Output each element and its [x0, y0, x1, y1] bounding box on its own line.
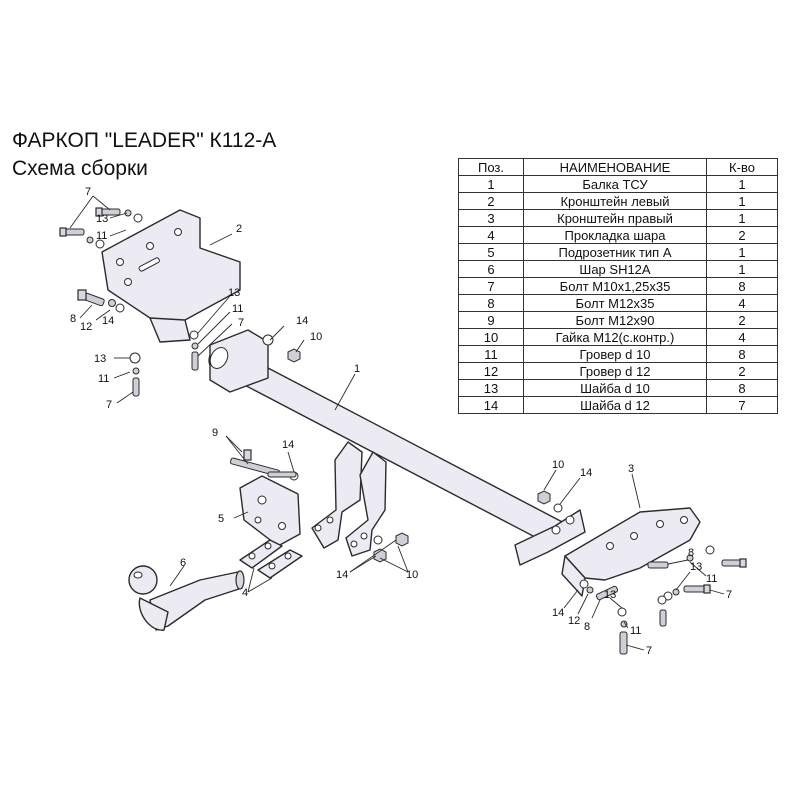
diagram-title: ФАРКОП "LEADER" К112-А	[12, 129, 277, 152]
callout-2: 2	[236, 223, 242, 235]
callout-11: 11	[98, 373, 109, 385]
left-bracket	[101, 209, 241, 343]
callout-8: 8	[70, 313, 76, 325]
callout-14: 14	[580, 467, 592, 479]
callout-5: 5	[218, 513, 224, 525]
callout-13: 13	[690, 561, 702, 573]
callout-11: 11	[232, 303, 243, 315]
cell-qty: 7	[706, 396, 778, 414]
cell-pos: 14	[458, 396, 524, 414]
callout-13: 13	[96, 213, 108, 225]
callout-7: 7	[106, 399, 112, 411]
callout-7: 7	[238, 317, 244, 329]
cell-name: Подрозетник тип А	[523, 243, 707, 261]
callout-14: 14	[296, 315, 308, 327]
tow-ball	[128, 565, 245, 631]
callout-6: 6	[180, 557, 186, 569]
callout-14: 14	[282, 439, 294, 451]
col-name: НАИМЕНОВАНИЕ	[523, 158, 707, 176]
fasteners	[59, 207, 747, 655]
ball-spacers	[239, 539, 303, 579]
cell-name: Шайба d 10	[523, 379, 707, 397]
callout-13: 13	[228, 287, 240, 299]
callout-10: 10	[552, 459, 564, 471]
callout-13: 13	[94, 353, 106, 365]
diagram-subtitle: Схема сборки	[12, 157, 148, 180]
callout-11: 11	[96, 230, 107, 242]
callout-12: 12	[568, 615, 580, 627]
cell-name: Болт М12х35	[523, 294, 707, 312]
right-bracket	[561, 507, 701, 597]
cell-pos: 12	[458, 362, 524, 380]
callout-12: 12	[80, 321, 92, 333]
cell-name: Болт М10х1,25х35	[523, 277, 707, 295]
callout-14: 14	[552, 607, 564, 619]
callout-8: 8	[584, 621, 590, 633]
tow-beam	[208, 329, 586, 566]
leader-lines	[69, 195, 725, 651]
callout-14: 14	[102, 315, 114, 327]
callout-11: 11	[630, 625, 641, 637]
callout-10: 10	[310, 331, 322, 343]
callout-4: 4	[242, 587, 248, 599]
cell-name: Гровер d 12	[523, 362, 707, 380]
callout-7: 7	[726, 589, 732, 601]
callout-13: 13	[604, 589, 616, 601]
callout-10: 10	[406, 569, 418, 581]
callout-11: 11	[706, 573, 717, 585]
callout-labels: 2 1 3 4 5 6 7 13 11 8 12 14 13 11 7 14 1…	[70, 186, 732, 657]
cell-name: Кронштейн правый	[523, 209, 707, 227]
callout-7: 7	[85, 186, 91, 198]
callout-9: 9	[212, 427, 218, 439]
socket-plate	[239, 475, 301, 547]
callout-1: 1	[354, 363, 360, 375]
callout-3: 3	[628, 463, 634, 475]
callout-8: 8	[688, 547, 694, 559]
callout-14: 14	[336, 569, 348, 581]
callout-7: 7	[646, 645, 652, 657]
cell-name: Шайба d 12	[523, 396, 707, 414]
